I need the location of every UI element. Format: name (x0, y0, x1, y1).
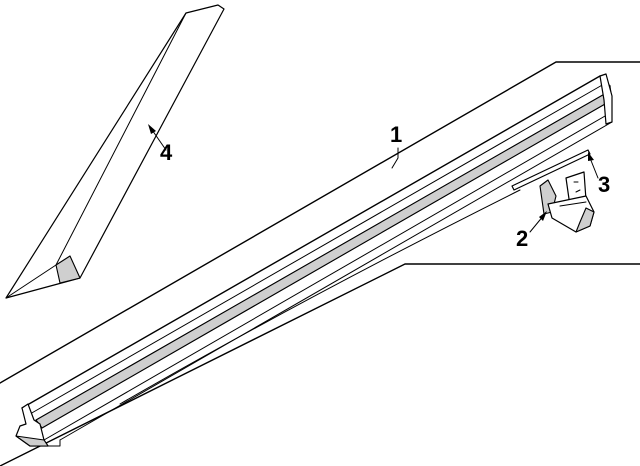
rocker-molding-part-1[interactable] (15, 73, 613, 447)
bracket-part-2[interactable] (539, 171, 595, 233)
seal-strip-part-3[interactable] (511, 149, 591, 191)
group-outline-panel (0, 61, 640, 466)
pillar-molding-part-4[interactable] (5, 4, 225, 299)
callout-1: 1 (390, 122, 402, 147)
callout-4: 4 (160, 140, 173, 165)
callout-3: 3 (598, 172, 610, 197)
callout-2: 2 (516, 226, 528, 251)
leader-lines (148, 124, 599, 233)
